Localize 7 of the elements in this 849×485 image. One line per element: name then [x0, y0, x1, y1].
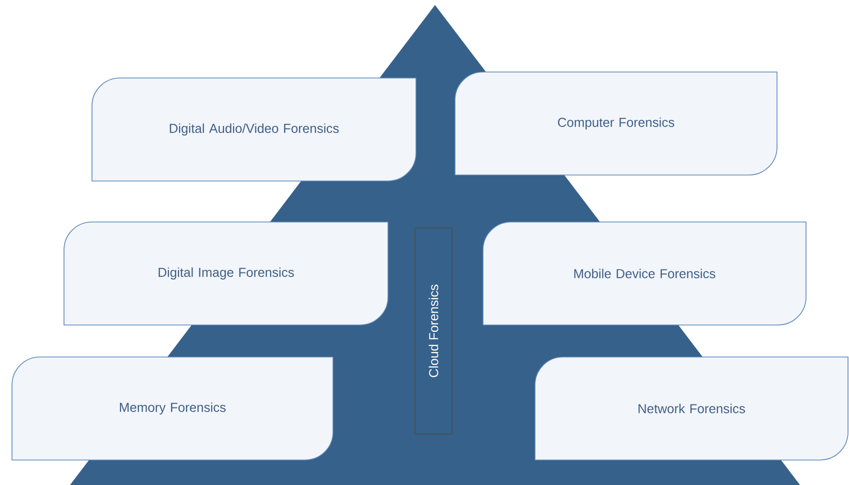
process-box: Digital Audio/Video Forensics — [92, 78, 416, 182]
process-box: Memory Forensics — [12, 356, 334, 460]
process-box: Digital Image Forensics — [64, 222, 388, 326]
process-box: Computer Forensics — [454, 72, 778, 176]
process-box: Mobile Device Forensics — [482, 222, 806, 326]
process-box: Network Forensics — [534, 356, 848, 460]
vertical-box: Cloud Forensics — [414, 228, 452, 434]
